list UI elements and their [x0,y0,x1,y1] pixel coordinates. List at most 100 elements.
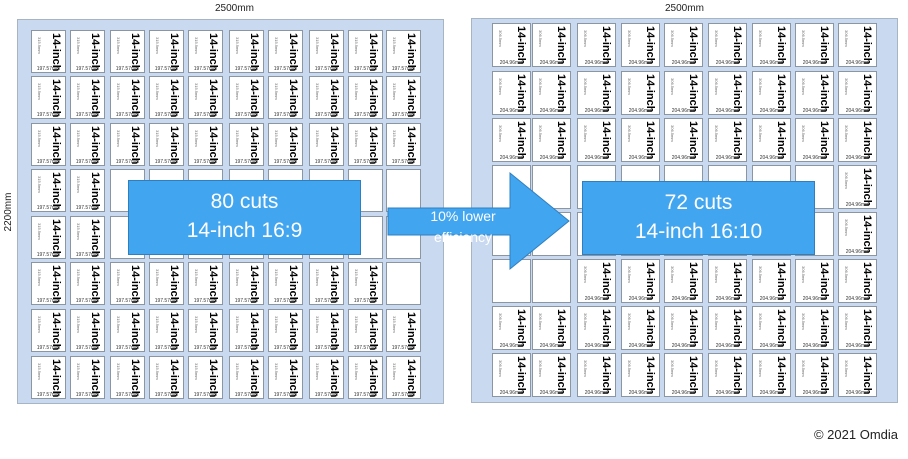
cut-height-label: 315.9mm [354,37,359,54]
cut-height-label: 306.5mm [583,125,588,142]
cut-size-label: 14-inch [515,74,527,113]
cut-height-label: 315.9mm [315,316,320,333]
cut-width-label: 197.57mm [391,159,416,165]
cut-size-label: 14-inch [861,262,873,301]
cut-width-label: 204.96mm [584,343,609,349]
cut-width-label: 197.57mm [115,112,140,118]
cut-height-label: 315.9mm [315,83,320,100]
cut-size-label: 14-inch [644,262,656,301]
callout-16-10-cuts: 72 cuts [664,191,733,214]
cut-width-label: 197.57mm [75,66,100,72]
cut-size-label: 14-inch [818,309,830,348]
cut-width-label: 197.57mm [36,112,61,118]
cut-height-label: 306.5mm [498,313,503,330]
cut-size-label: 14-inch [731,26,743,65]
cut-size-label: 14-inch [600,309,612,348]
left-height-label: 2200mm [3,192,14,232]
cut-height-label: 315.9mm [194,363,199,380]
cut-width-label: 197.57mm [273,112,298,118]
cut-height-label: 315.9mm [76,130,81,147]
cut-height-label: 306.5mm [627,360,632,377]
cut-height-label: 315.9mm [315,130,320,147]
cut-width-label: 204.96mm [584,155,609,161]
panel-cut [386,262,421,305]
cut-width-label: 197.57mm [154,298,179,304]
cut-width-label: 197.57mm [391,66,416,72]
cut-height-label: 315.9mm [37,316,42,333]
cut-width-label: 204.96mm [715,60,740,66]
cut-size-label: 14-inch [644,121,656,160]
cut-size-label: 14-inch [515,26,527,65]
cut-width-label: 204.96mm [671,108,696,114]
cut-height-label: 315.9mm [76,176,81,193]
cut-size-label: 14-inch [555,356,567,395]
cut-size-label: 14-inch [775,309,787,348]
cut-width-label: 204.96mm [584,60,609,66]
cut-width-label: 197.57mm [391,345,416,351]
cut-width-label: 204.96mm [802,155,827,161]
cut-size-label: 14-inch [687,262,699,301]
cut-height-label: 315.9mm [354,316,359,333]
cut-height-label: 315.9mm [155,83,160,100]
callout-16-10-size: 14-inch 16:10 [634,220,763,243]
cut-width-label: 197.57mm [314,112,339,118]
arrow-label-line2: efficiency [433,229,493,245]
cut-height-label: 306.5mm [538,313,543,330]
cut-size-label: 14-inch [775,74,787,113]
cut-width-label: 204.96mm [671,296,696,302]
cut-height-label: 315.9mm [392,83,397,100]
cut-width-label: 197.57mm [154,66,179,72]
cut-height-label: 315.9mm [76,83,81,100]
cut-height-label: 315.9mm [274,83,279,100]
cut-height-label: 315.9mm [116,363,121,380]
cut-height-label: 306.5mm [670,313,675,330]
cut-height-label: 306.5mm [670,266,675,283]
arrow-icon [387,171,570,271]
cut-width-label: 197.57mm [36,252,61,258]
cut-height-label: 306.5mm [538,125,543,142]
cut-height-label: 306.5mm [801,360,806,377]
cut-height-label: 306.5mm [758,30,763,47]
cut-size-label: 14-inch [644,74,656,113]
cut-height-label: 315.9mm [37,363,42,380]
cut-width-label: 204.96mm [845,60,870,66]
cut-height-label: 315.9mm [354,83,359,100]
cut-height-label: 306.5mm [670,30,675,47]
cut-height-label: 306.5mm [844,219,849,236]
cut-width-label: 204.96mm [584,108,609,114]
cut-height-label: 306.5mm [538,78,543,95]
cut-height-label: 315.9mm [354,363,359,380]
cut-height-label: 306.5mm [538,30,543,47]
cut-width-label: 197.57mm [314,345,339,351]
cut-size-label: 14-inch [600,121,612,160]
cut-width-label: 197.57mm [193,345,218,351]
cut-width-label: 197.57mm [314,159,339,165]
cut-size-label: 14-inch [600,26,612,65]
